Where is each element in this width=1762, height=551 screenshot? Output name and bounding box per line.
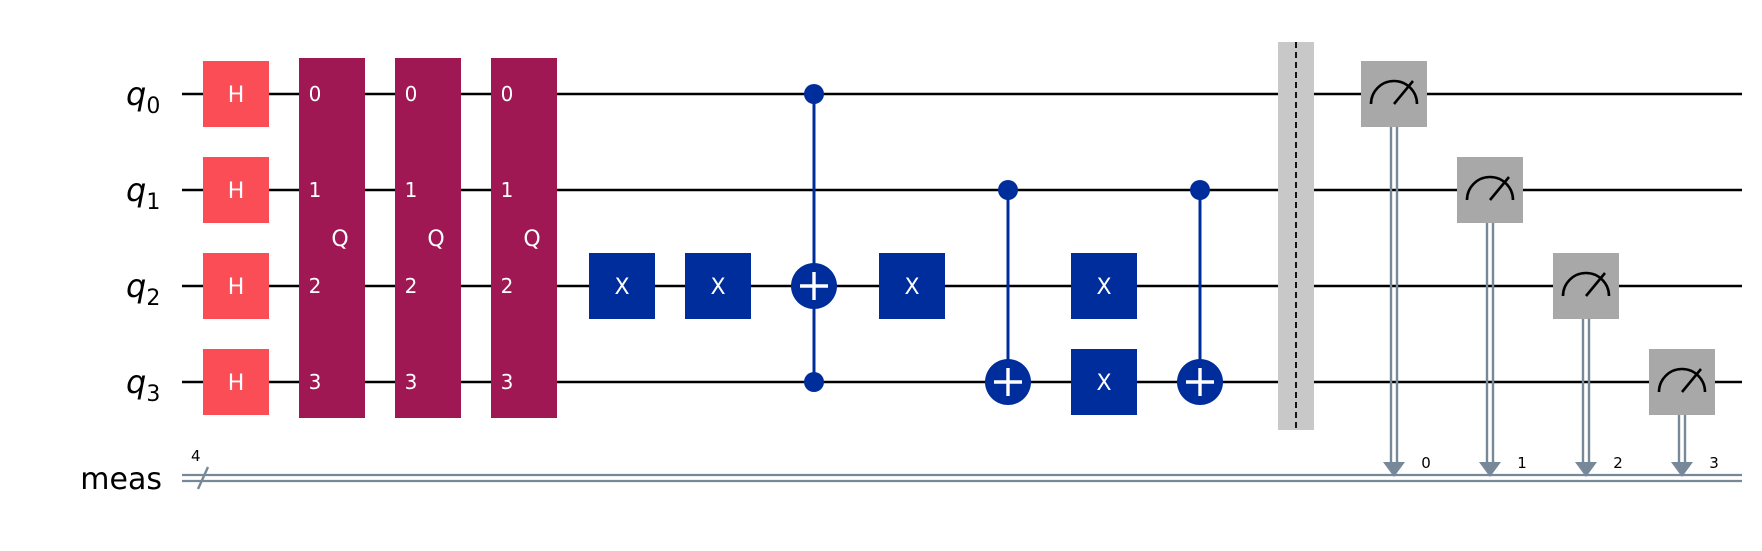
meter-icon <box>1561 271 1611 297</box>
q-gate-port-label: 2 <box>309 274 322 298</box>
measure-arrow-icon <box>1671 462 1693 477</box>
measure-bit-label: 0 <box>1421 454 1431 472</box>
q-gate <box>299 58 365 418</box>
q-gate-port-label: 0 <box>501 82 514 106</box>
q-gate-label: Q <box>331 227 348 252</box>
measure-bit-label: 1 <box>1517 454 1527 472</box>
h-gate-label: H <box>228 83 245 108</box>
q-gate-port-label: 2 <box>501 274 514 298</box>
qubit-label-letter: q <box>126 171 146 209</box>
measure-bit-label: 3 <box>1709 454 1719 472</box>
h-gate-label: H <box>228 371 245 396</box>
measure-gate <box>1361 61 1427 127</box>
x-gate <box>589 253 655 319</box>
classical-width-slash <box>196 466 210 490</box>
measure-bit-label: 2 <box>1613 454 1623 472</box>
h-gate-label: H <box>228 179 245 204</box>
qubit-label-letter: q <box>126 267 146 305</box>
h-gate <box>203 157 269 223</box>
q-gate-port-label: 3 <box>501 370 514 394</box>
connectors-layer <box>812 94 1693 477</box>
measure-arrow-icon <box>1575 462 1597 477</box>
qubit-label-3: q3 <box>126 363 160 407</box>
qubit-label-index: 0 <box>146 94 160 119</box>
h-gate <box>203 349 269 415</box>
control-dot-icon <box>804 84 824 104</box>
measure-arrow-icon <box>1479 462 1501 477</box>
classical-width-label: 4 <box>191 447 201 465</box>
x-gate-label: X <box>904 275 919 300</box>
h-gate <box>203 61 269 127</box>
q-gate-port-label: 1 <box>405 178 418 202</box>
q-gate-port-label: 3 <box>405 370 418 394</box>
measure-gate <box>1457 157 1523 223</box>
q-gate-port-label: 0 <box>309 82 322 106</box>
q-gate-label: Q <box>427 227 444 252</box>
measure-gate <box>1553 253 1619 319</box>
q-gate-port-label: 1 <box>501 178 514 202</box>
x-gate <box>1071 349 1137 415</box>
q-gate-port-label: 1 <box>309 178 322 202</box>
h-gate <box>203 253 269 319</box>
control-dot-icon <box>1190 180 1210 200</box>
qubit-label-letter: q <box>126 75 146 113</box>
classical-register-label: meas <box>80 462 162 497</box>
x-gate <box>1071 253 1137 319</box>
x-gate-label: X <box>1096 275 1111 300</box>
gates-layer: H H H H Q 0 1 2 3 Q 0 1 2 3 Q 0 1 2 3 X X X X X <box>203 42 1715 430</box>
h-gate-label: H <box>228 275 245 300</box>
meter-needle <box>1392 80 1415 105</box>
meter-icon <box>1369 79 1419 105</box>
q-gate-port-label: 2 <box>405 274 418 298</box>
x-gate-label: X <box>614 275 629 300</box>
x-gate-label: X <box>710 275 725 300</box>
x-gate <box>879 253 945 319</box>
meter-needle <box>1488 176 1511 201</box>
qubit-label-letter: q <box>126 363 146 401</box>
qubit-label-1: q1 <box>126 171 160 215</box>
measure-arrow-icon <box>1383 462 1405 477</box>
qubit-label-0: q0 <box>126 75 160 119</box>
x-gate-label: X <box>1096 371 1111 396</box>
q-gate <box>395 58 461 418</box>
measure-gate <box>1649 349 1715 415</box>
control-dot-icon <box>998 180 1018 200</box>
control-dot-icon <box>804 372 824 392</box>
meter-icon <box>1657 367 1707 393</box>
meter-icon <box>1465 175 1515 201</box>
qubit-label-index: 2 <box>146 286 160 311</box>
q-gate-label: Q <box>523 227 540 252</box>
qubit-label-index: 1 <box>146 190 160 215</box>
q-gate <box>491 58 557 418</box>
meter-needle <box>1584 272 1607 297</box>
x-gate <box>685 253 751 319</box>
qubit-label-index: 3 <box>146 382 160 407</box>
q-gate-port-label: 0 <box>405 82 418 106</box>
qubit-label-2: q2 <box>126 267 160 311</box>
meter-needle <box>1680 368 1703 393</box>
q-gate-port-label: 3 <box>309 370 322 394</box>
